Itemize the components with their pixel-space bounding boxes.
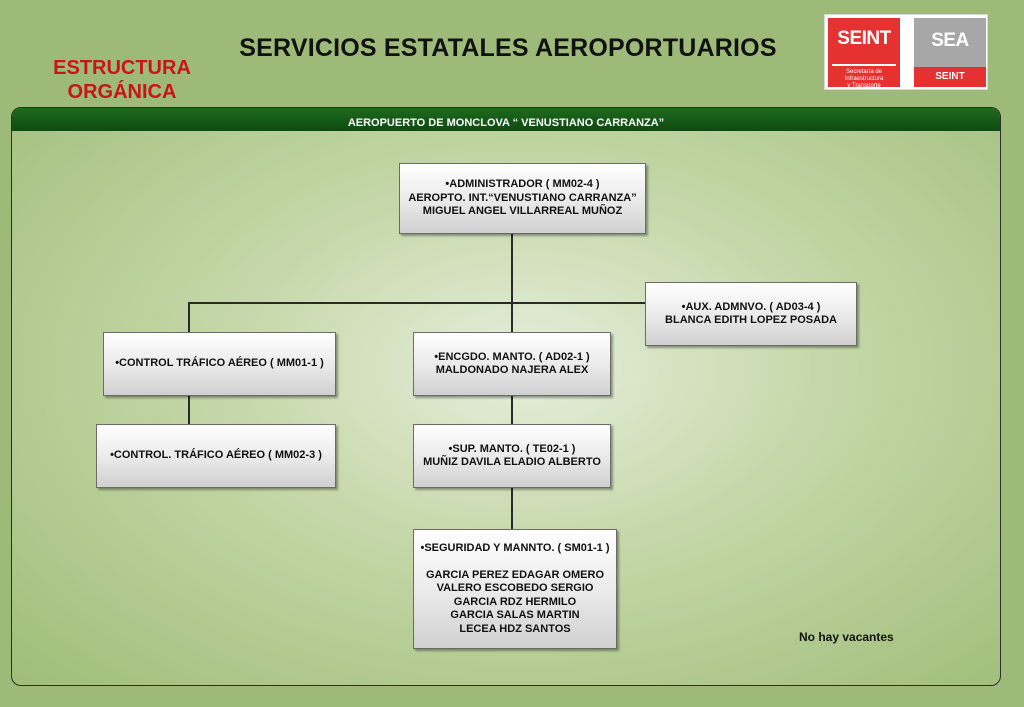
- seint-logo-caption: Secretaría de Infraestructura y Transpor…: [828, 69, 900, 90]
- page-subtitle: ESTRUCTURA ORGÁNICA: [40, 56, 204, 104]
- vacancy-note: No hay vacantes: [799, 630, 894, 644]
- seint-logo-caption-line-2: y Transporte: [847, 83, 881, 89]
- node-administrador-title: •ADMINISTRADOR ( MM02-4 ): [445, 178, 600, 191]
- page-title: SERVICIOS ESTATALES AEROPORTUARIOS: [239, 34, 777, 62]
- seint-logo-divider: [832, 64, 896, 66]
- node-seguridad-member: VALERO ESCOBEDO SERGIO: [436, 582, 594, 594]
- node-aux-admnvo-name: BLANCA EDITH LOPEZ POSADA: [665, 314, 837, 326]
- node-encgdo-manto-title: •ENCGDO. MANTO. ( AD02-1 ): [434, 350, 590, 363]
- sea-logo-bar: SEINT: [914, 67, 986, 87]
- node-encgdo-manto: •ENCGDO. MANTO. ( AD02-1 ) MALDONADO NAJ…: [413, 332, 611, 396]
- node-sup-manto: •SUP. MANTO. ( TE02-1 ) MUÑIZ DAVILA ELA…: [413, 424, 611, 488]
- seint-logo-text: SEINT: [837, 28, 891, 49]
- connector-encgdo-sup: [511, 395, 513, 424]
- node-administrador-name: MIGUEL ANGEL VILLARREAL MUÑOZ: [422, 205, 623, 218]
- node-aux-admnvo-title: •AUX. ADMNVO. ( AD03-4 ): [681, 300, 821, 313]
- node-control-trafico-2: •CONTROL. TRÁFICO AÉREO ( MM02-3 ): [96, 424, 336, 488]
- node-encgdo-manto-name: MALDONADO NAJERA ALEX: [435, 364, 589, 376]
- sea-logo: SEA SEINT: [914, 18, 986, 87]
- node-seguridad-member: LECEA HDZ SANTOS: [459, 622, 571, 635]
- panel-header: AEROPUERTO DE MONCLOVA “ VENUSTIANO CARR…: [12, 108, 1000, 131]
- node-administrador-location: AEROPTO. INT.“VENUSTIANO CARRANZA”: [408, 191, 637, 204]
- seint-logo: SEINT Secretaría de Infraestructura y Tr…: [828, 18, 900, 90]
- sea-logo-text: SEA: [931, 30, 969, 51]
- seint-logo-caption-line-1: Secretaría de Infraestructura: [844, 69, 884, 82]
- node-sup-manto-name: MUÑIZ DAVILA ELADIO ALBERTO: [423, 456, 601, 468]
- connector-control-trafico: [188, 302, 190, 332]
- connector-horizontal-bus: [188, 302, 646, 304]
- node-seguridad: •SEGURIDAD Y MANNTO. ( SM01-1 ) GARCIA P…: [413, 529, 617, 649]
- node-aux-admnvo: •AUX. ADMNVO. ( AD03-4 ) BLANCA EDITH LO…: [645, 282, 857, 346]
- node-sup-manto-title: •SUP. MANTO. ( TE02-1 ): [448, 442, 576, 455]
- connector-admin-down: [511, 233, 513, 332]
- node-seguridad-member: GARCIA PEREZ EDAGAR OMERO: [425, 568, 605, 581]
- subtitle-line-2: ORGÁNICA: [67, 81, 177, 103]
- node-seguridad-member: GARCIA SALAS MARTIN: [450, 609, 580, 621]
- node-seguridad-title: •SEGURIDAD Y MANNTO. ( SM01-1 ): [420, 542, 610, 554]
- subtitle-line-1: ESTRUCTURA: [53, 57, 191, 79]
- logos-block: SEINT Secretaría de Infraestructura y Tr…: [824, 14, 988, 90]
- node-control-trafico-1: •CONTROL TRÁFICO AÉREO ( MM01-1 ): [103, 332, 336, 396]
- node-seguridad-member: GARCIA RDZ HERMILO: [453, 595, 577, 608]
- connector-sup-seguridad: [511, 487, 513, 529]
- node-administrador: •ADMINISTRADOR ( MM02-4 ) AEROPTO. INT.“…: [399, 163, 646, 234]
- node-control-trafico-1-title: •CONTROL TRÁFICO AÉREO ( MM01-1 ): [115, 357, 324, 370]
- node-control-trafico-2-title: •CONTROL. TRÁFICO AÉREO ( MM02-3 ): [110, 449, 322, 462]
- connector-control-trafico-2: [188, 395, 190, 424]
